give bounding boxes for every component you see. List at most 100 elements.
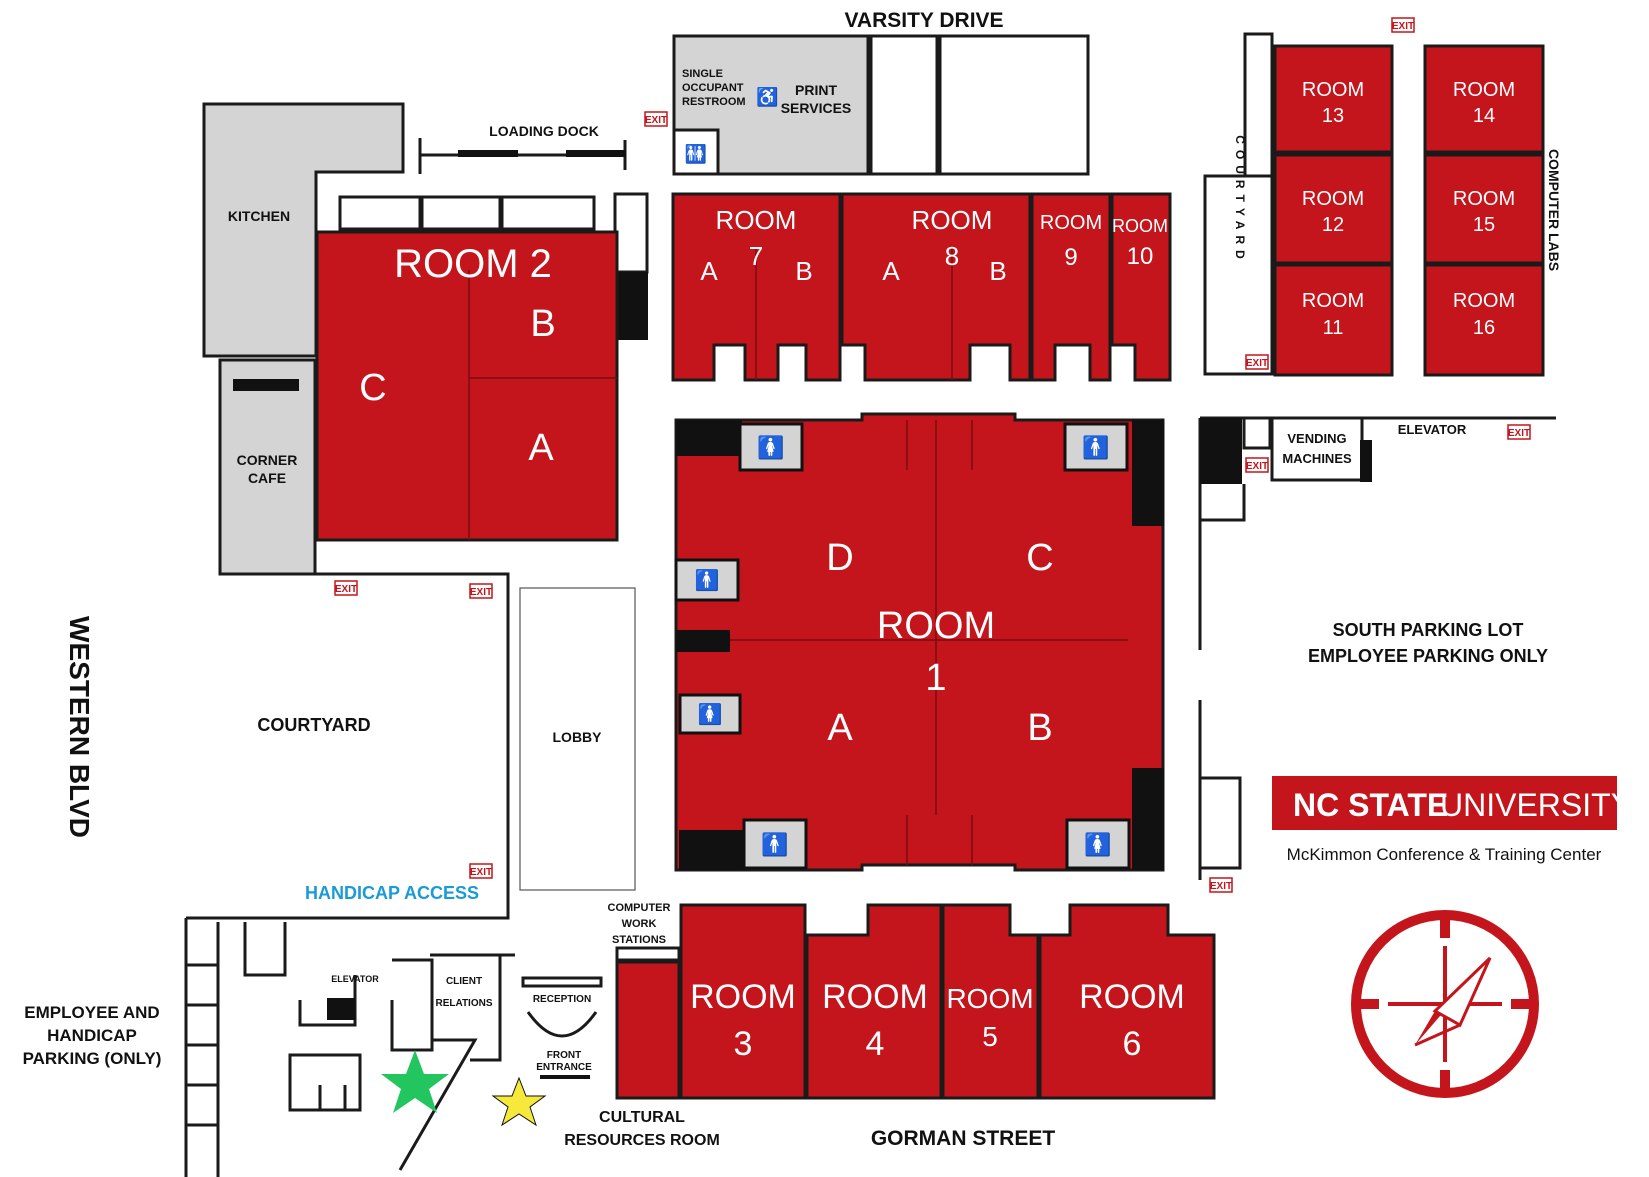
computer-labs-label: COMPUTER LABS: [1546, 149, 1562, 271]
south-parking-label-1: SOUTH PARKING LOT: [1333, 620, 1524, 640]
room-15[interactable]: [1423, 153, 1545, 265]
logo-brand-light: UNIVERSITY: [1440, 787, 1632, 823]
room-12-number: 12: [1322, 214, 1344, 236]
single-restroom-label-1: SINGLE: [682, 68, 723, 80]
room-3-word: ROOM: [690, 978, 796, 1016]
green-star-marker: [381, 1050, 449, 1113]
single-restroom-label-2: OCCUPANT: [682, 82, 744, 94]
room-3[interactable]: [679, 903, 807, 1100]
room-7-section-a: A: [700, 256, 718, 286]
room-7-section-b: B: [795, 256, 812, 286]
room-16-number: 16: [1473, 317, 1495, 339]
room-11[interactable]: [1273, 263, 1394, 377]
room-8-section-a: A: [882, 256, 900, 286]
loading-dock-label: LOADING DOCK: [489, 123, 599, 139]
svg-text:EXIT: EXIT: [470, 587, 492, 598]
room-1-section-b: B: [1027, 707, 1052, 749]
corner-cafe-area: [218, 358, 317, 576]
kitchen-area: [202, 102, 405, 358]
room-7-word: ROOM: [716, 205, 797, 235]
women-icon: 🚺: [698, 702, 723, 726]
svg-text:EXIT: EXIT: [1246, 358, 1268, 369]
svg-text:EXIT: EXIT: [1246, 461, 1268, 472]
room-6-number: 6: [1123, 1025, 1142, 1063]
employee-parking-label-1: EMPLOYEE AND: [24, 1003, 159, 1022]
room-13[interactable]: [1273, 44, 1394, 154]
room-8[interactable]: [840, 192, 1032, 382]
west-courtyard-label: COURTYARD: [257, 715, 370, 735]
lobby-label: LOBBY: [553, 729, 603, 745]
handicap-access-label: HANDICAP ACCESS: [305, 883, 479, 903]
restroom-women-se: [1065, 818, 1131, 870]
room-5[interactable]: [941, 903, 1040, 1100]
room-2-title: ROOM 2: [394, 242, 552, 286]
employee-parking-label-2: HANDICAP: [47, 1026, 137, 1045]
room-1-number: 1: [925, 657, 946, 699]
room-15-number: 15: [1473, 214, 1495, 236]
elevator-east-label: ELEVATOR: [1398, 422, 1467, 437]
svg-text:EXIT: EXIT: [1210, 881, 1232, 892]
logo-brand-bold: NC STATE: [1293, 787, 1448, 823]
room-1-section-a: A: [827, 707, 853, 749]
room-4[interactable]: [805, 903, 943, 1100]
room-12[interactable]: [1273, 153, 1394, 265]
cafe-counter: [233, 379, 299, 391]
lobby-area: [519, 587, 636, 891]
single-restroom-label-3: RESTROOM: [682, 96, 746, 108]
room-14[interactable]: [1423, 44, 1545, 154]
room-16[interactable]: [1423, 263, 1545, 377]
room-16-word: ROOM: [1453, 290, 1515, 312]
employee-parking-label-3: PARKING (ONLY): [23, 1049, 162, 1068]
cultural-resources-label-1: CULTURAL: [599, 1109, 685, 1126]
men-icon: 🚹: [695, 568, 720, 592]
front-entrance-label-2: ENTRANCE: [536, 1062, 592, 1073]
room-10[interactable]: [1110, 192, 1172, 382]
women-icon: 🚺: [757, 435, 784, 460]
exit-sign: EXIT: [1507, 424, 1531, 440]
vending-machines: [1270, 416, 1364, 482]
exit-sign: EXIT: [1245, 354, 1269, 370]
room-9[interactable]: [1030, 192, 1112, 382]
room-4-number: 4: [866, 1025, 885, 1063]
east-courtyard: [1203, 174, 1274, 376]
corner-cafe-label-2: CAFE: [248, 470, 286, 486]
street-western-blvd: WESTERN BLVD: [64, 616, 95, 838]
room-5-number: 5: [982, 1021, 998, 1052]
exit-sign: EXIT: [469, 863, 493, 879]
room-2[interactable]: [315, 230, 619, 542]
exit-sign: EXIT: [334, 580, 358, 596]
svg-text:EXIT: EXIT: [1392, 21, 1414, 32]
restroom-women-nw: [738, 422, 804, 472]
exit-sign: EXIT: [1245, 457, 1269, 473]
logo-subtitle: McKimmon Conference & Training Center: [1287, 845, 1602, 864]
room-13-word: ROOM: [1302, 79, 1364, 101]
room-12-word: ROOM: [1302, 188, 1364, 210]
room-6[interactable]: [1038, 903, 1216, 1100]
accessible-icon: ♿: [756, 86, 778, 107]
room-2-section-a: A: [528, 427, 554, 469]
room-7-number: 7: [749, 241, 763, 271]
computer-work-label-1: COMPUTER: [608, 902, 671, 914]
room-14-number: 14: [1473, 105, 1495, 127]
corner-cafe-label-1: CORNER: [237, 452, 298, 468]
svg-text:EXIT: EXIT: [1508, 428, 1530, 439]
print-services-label-2: SERVICES: [781, 100, 852, 116]
svg-text:EXIT: EXIT: [470, 867, 492, 878]
elevator-west-label: ELEVATOR: [331, 974, 379, 984]
room-4-word: ROOM: [822, 978, 928, 1016]
room-8-word: ROOM: [912, 205, 993, 235]
room-5-word: ROOM: [946, 983, 1033, 1014]
room-1-section-d: D: [826, 537, 853, 579]
south-parking-label-2: EMPLOYEE PARKING ONLY: [1308, 646, 1548, 666]
svg-text:EXIT: EXIT: [335, 584, 357, 595]
room-10-number: 10: [1127, 243, 1154, 270]
west-courtyard: [186, 572, 510, 920]
cultural-resources-label-2: RESOURCES ROOM: [564, 1132, 720, 1149]
room-14-word: ROOM: [1453, 79, 1515, 101]
exit-sign: EXIT: [644, 111, 668, 127]
room-8-number: 8: [945, 241, 959, 271]
room-9-word: ROOM: [1040, 212, 1102, 234]
cultural-resources-room[interactable]: [615, 960, 681, 1100]
room-1-section-c: C: [1026, 537, 1053, 579]
